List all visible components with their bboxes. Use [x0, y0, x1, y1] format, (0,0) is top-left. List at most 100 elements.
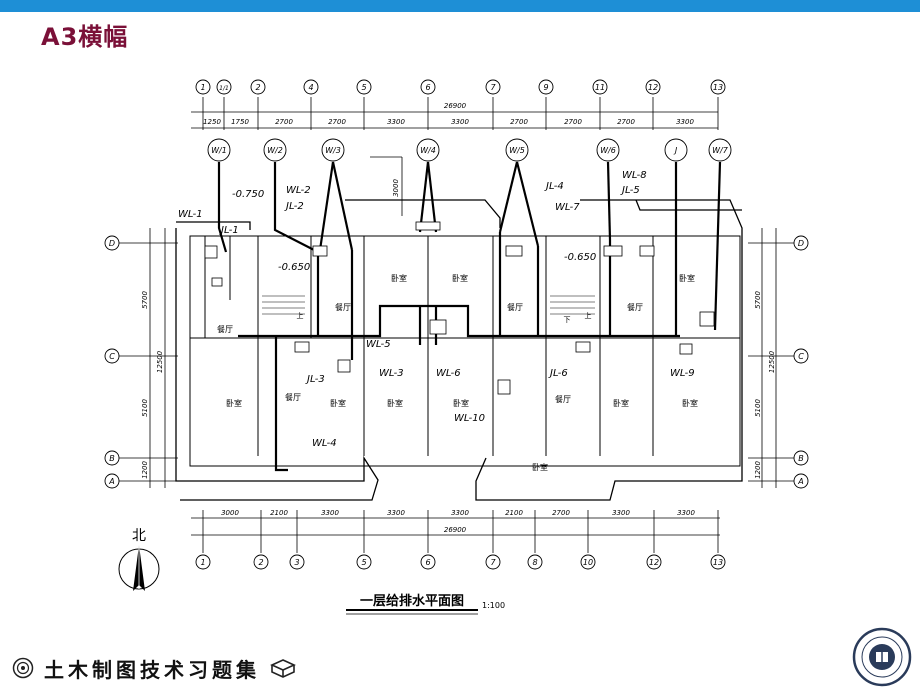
bottom-axis-label: 7 — [490, 558, 496, 567]
top-dim: 3300 — [451, 118, 469, 126]
top-axis-label: 13 — [713, 83, 723, 92]
riser-circle-label: W/4 — [420, 146, 436, 155]
bottom-axis-label: 13 — [713, 558, 723, 567]
bottom-dim: 3300 — [451, 509, 469, 517]
level-label: -0.750 — [232, 189, 264, 200]
cube-logo-icon — [270, 659, 296, 678]
bottom-dim: 2100 — [505, 509, 523, 517]
pipe-label: JL-4 — [544, 181, 564, 192]
room-label: 卧室 — [387, 398, 403, 408]
right-dim: 5700 — [754, 291, 762, 309]
top-axis-label: 1/1 — [219, 85, 229, 92]
top-accent-bar — [0, 0, 920, 12]
left-axis-label: D — [109, 239, 115, 248]
bottom-axis-label: 1 — [200, 558, 205, 567]
top-total-dim: 26900 — [444, 102, 467, 110]
top-dim: 2700 — [617, 118, 635, 126]
room-label: 卧室 — [679, 273, 695, 283]
pipe-label: WL-9 — [670, 368, 695, 379]
right-dim: 12500 — [768, 350, 776, 373]
university-seal-icon — [852, 627, 912, 687]
left-dim: 12500 — [156, 350, 164, 373]
top-dim: 2700 — [275, 118, 293, 126]
footer: 土木制图技术习题集 — [12, 656, 296, 682]
right-axis-label: C — [798, 352, 804, 361]
pipe-labels: WL-1 JL-1 WL-2 JL-2 JL-4 WL-7 WL-8 JL-5 … — [178, 170, 695, 449]
left-dim: 5100 — [141, 399, 149, 417]
pipe-label: WL-10 — [454, 413, 485, 424]
riser-circle-label: W/7 — [712, 146, 729, 155]
bottom-axis-label: 6 — [425, 558, 430, 567]
bottom-dim: 3300 — [321, 509, 339, 517]
room-label: 餐厅 — [555, 395, 571, 404]
room-label: 卧室 — [682, 398, 698, 408]
bottom-dim: 3300 — [387, 509, 405, 517]
bottom-total-dim: 26900 — [444, 526, 467, 534]
north-label: 北 — [132, 528, 146, 544]
slide-title: A3横幅 — [41, 23, 129, 51]
pipe-label: JL-3 — [305, 374, 325, 385]
top-axis-label: 5 — [361, 83, 366, 92]
pipe-label: WL-4 — [312, 438, 337, 449]
room-label: 卧室 — [391, 273, 407, 283]
left-axis-label: B — [109, 454, 115, 463]
fixtures — [204, 221, 715, 395]
room-label: 餐厅 — [335, 303, 351, 312]
riser-circle-label: W/2 — [267, 146, 283, 155]
right-axis-label: A — [797, 477, 803, 486]
top-dim: 3300 — [387, 118, 405, 126]
pipe-label: WL-2 — [286, 185, 311, 196]
top-axis-grid — [191, 97, 719, 130]
room-label: 餐厅 — [217, 325, 233, 334]
top-dim: 2700 — [328, 118, 346, 126]
room-labels: 餐厅 卧室 餐厅 卧室 餐厅 卧室 卧室 卧室 卧室 餐厅 餐厅 卧室 餐厅 卧… — [217, 273, 698, 472]
top-axis-label: 11 — [595, 83, 605, 92]
university-emblem-icon — [12, 657, 34, 679]
left-axis-grid — [118, 228, 178, 488]
level-label: -0.650 — [278, 262, 310, 273]
bottom-axis-label: 8 — [532, 558, 537, 567]
left-dim: 5700 — [141, 291, 149, 309]
pipe-label: WL-7 — [555, 202, 580, 213]
bottom-axis-label: 2 — [258, 558, 263, 567]
bottom-dim: 3000 — [221, 509, 239, 517]
top-axis-label: 6 — [425, 83, 430, 92]
left-dim: 1200 — [141, 461, 149, 479]
stair-label: 上 — [297, 311, 304, 320]
pipe-label: JL-1 — [219, 225, 239, 236]
top-axis-bubbles — [195, 79, 726, 95]
bottom-axis-grid — [191, 510, 720, 553]
bottom-axis-label: 3 — [294, 558, 299, 567]
top-axis-label: 4 — [308, 83, 313, 92]
room-label: 卧室 — [453, 398, 469, 408]
room-label: 餐厅 — [507, 303, 523, 312]
top-axis-label: 7 — [490, 83, 496, 92]
room-label: 卧室 — [613, 398, 629, 408]
pipe-label: JL-5 — [620, 185, 640, 196]
level-label: -0.650 — [564, 252, 596, 263]
top-dim: 2700 — [564, 118, 582, 126]
riser-circles — [207, 138, 732, 162]
footer-title: 土木制图技术习题集 — [44, 657, 260, 682]
right-dim: 1200 — [754, 461, 762, 479]
bottom-dim: 2100 — [270, 509, 288, 517]
pipe-label: WL-3 — [379, 368, 404, 379]
right-axis-label: D — [798, 239, 804, 248]
drawing-title: 一层给排水平面图 — [360, 593, 464, 609]
top-dim: 1750 — [231, 118, 249, 126]
room-label: 卧室 — [226, 398, 242, 408]
bottom-axis-label: 10 — [583, 558, 593, 567]
room-label: 卧室 — [330, 398, 346, 408]
drawing-scale: 1:100 — [482, 601, 505, 610]
riser-circle-label: W/5 — [509, 146, 525, 155]
left-axis-label: C — [109, 352, 115, 361]
dim-3000: 3000 — [392, 179, 400, 197]
room-label: 餐厅 — [627, 303, 643, 312]
stair-label: 下 — [564, 316, 571, 324]
right-axis-label: B — [798, 454, 804, 463]
bottom-dim: 2700 — [552, 509, 570, 517]
stair-marks — [262, 295, 595, 315]
top-axis-label: 2 — [255, 83, 260, 92]
top-axis-label: 9 — [543, 83, 548, 92]
